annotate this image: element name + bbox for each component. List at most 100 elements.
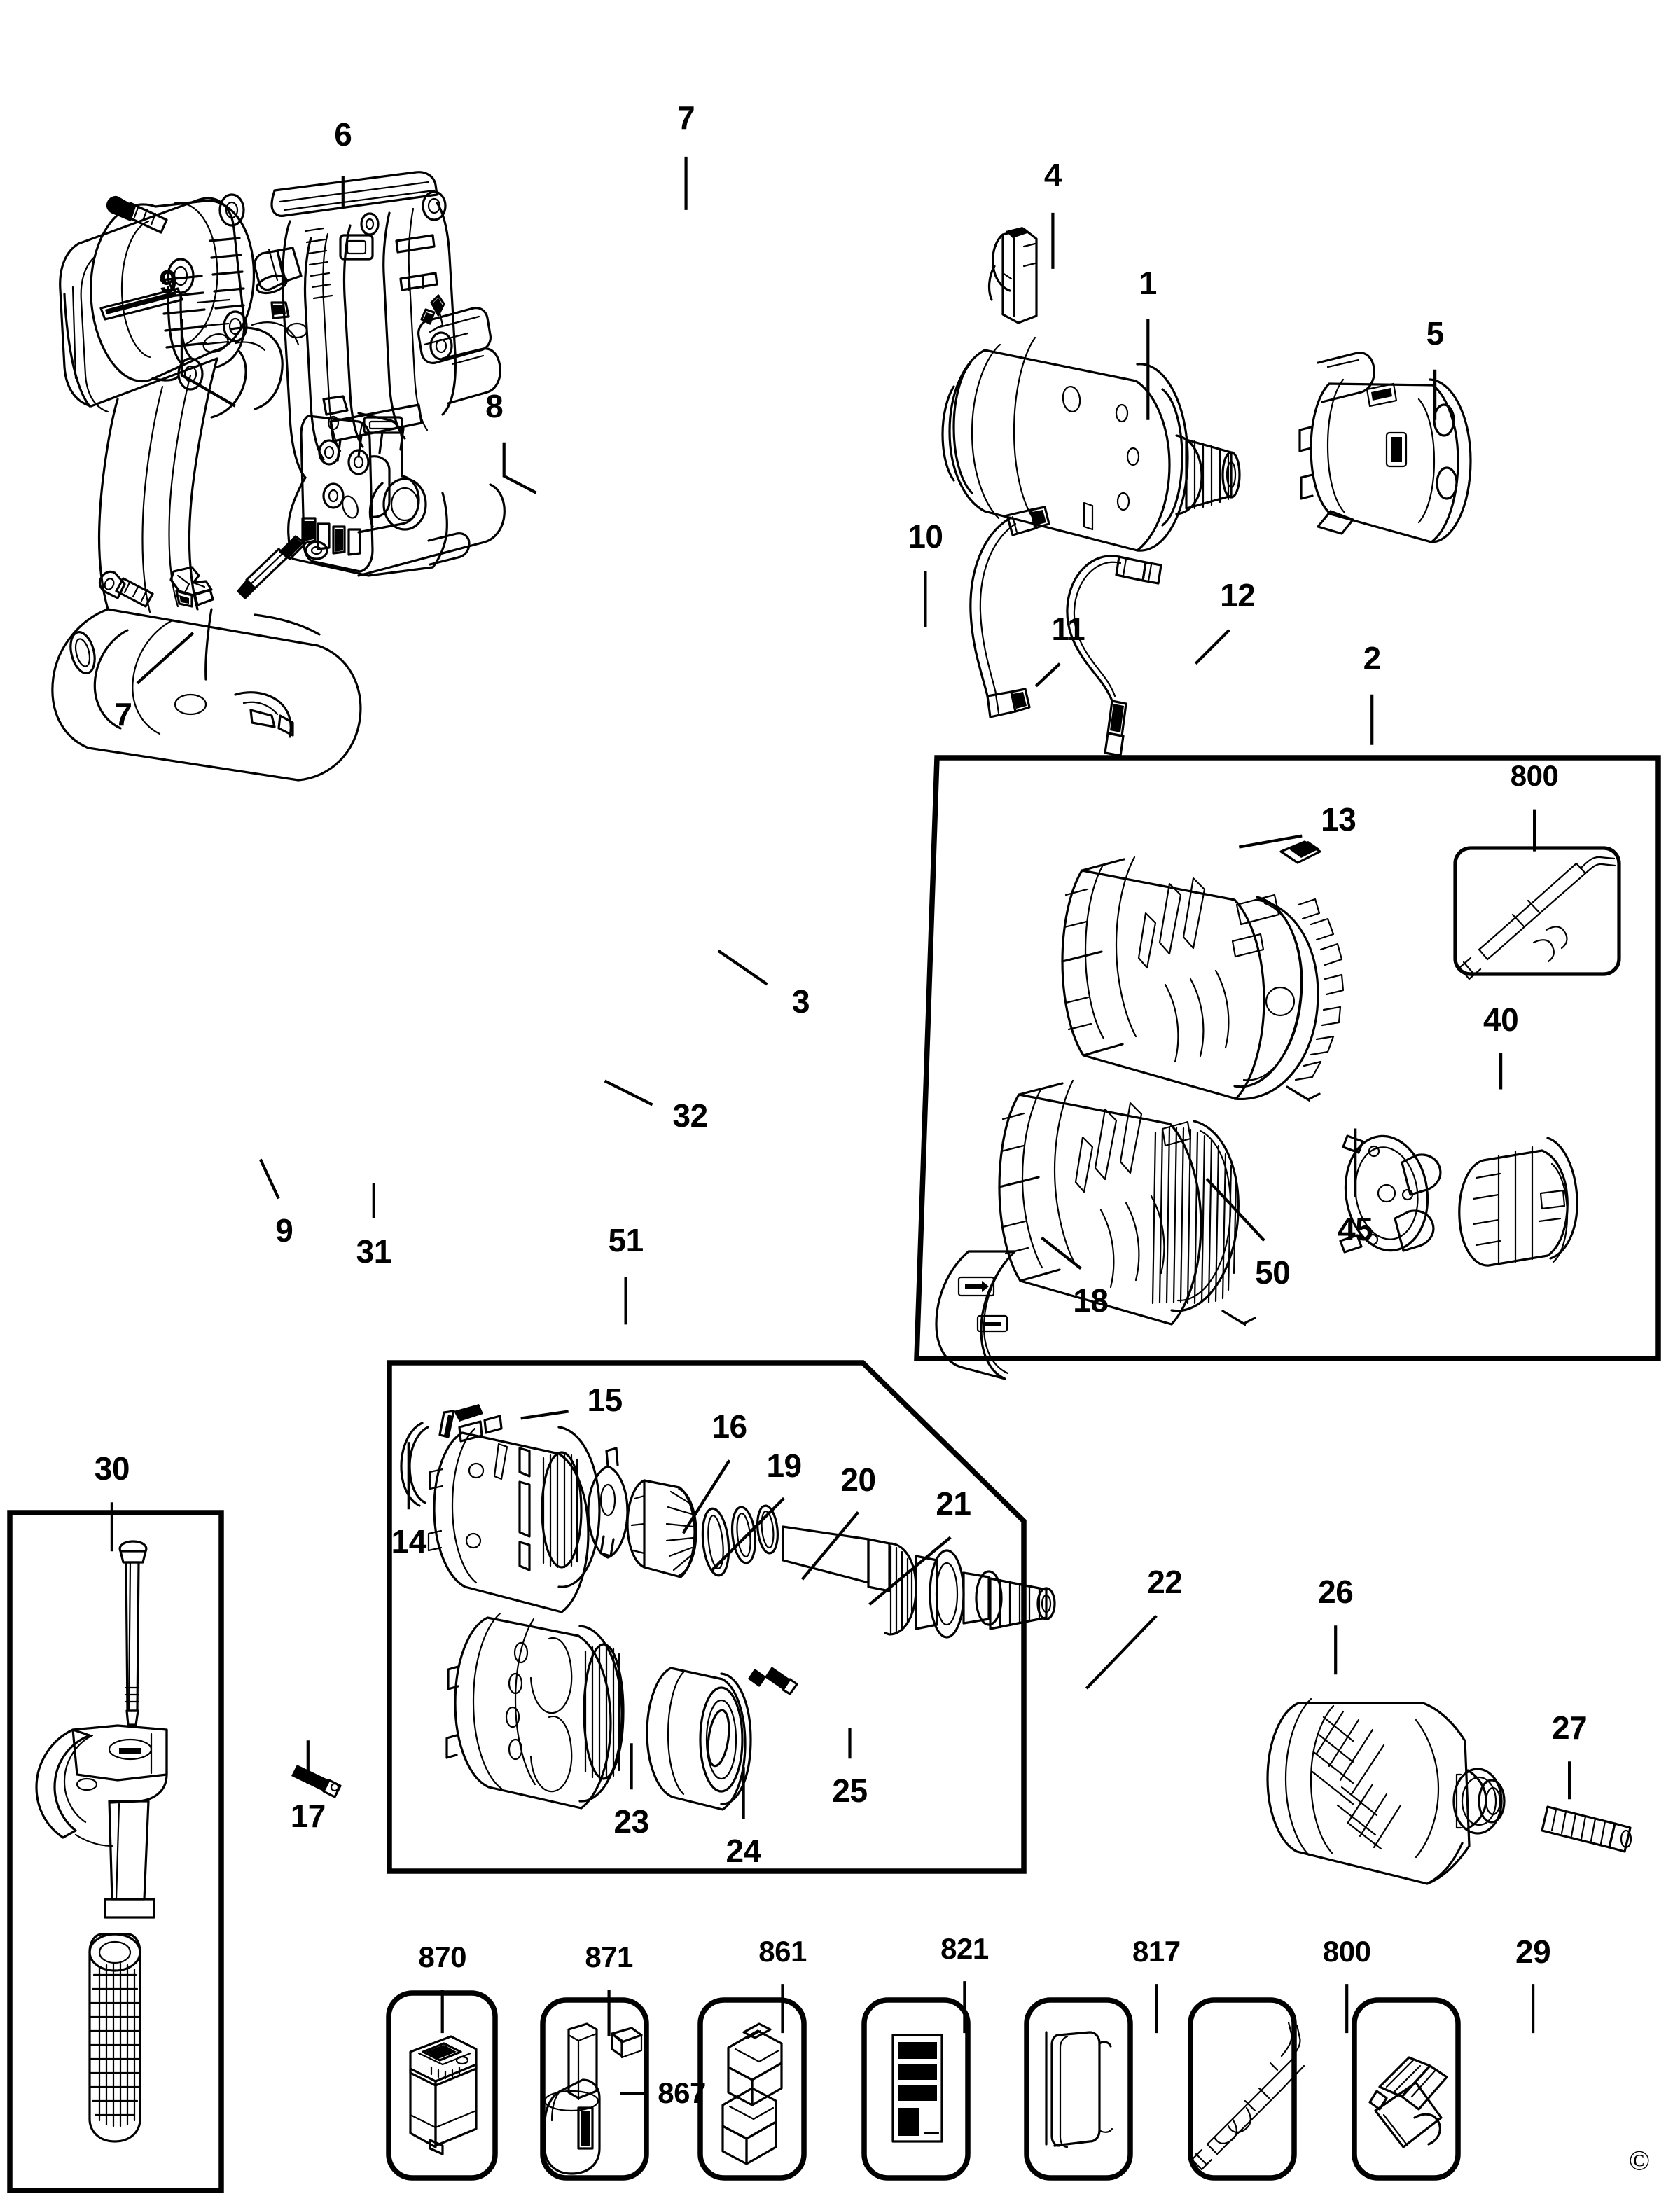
part-30-side-handle [35,1540,168,2143]
accessory-box-871 [540,1997,649,2181]
leader-19 [710,1497,785,1572]
part-field-upper [1061,856,1345,1102]
part-45-brush-plate [1339,1134,1442,1254]
callout-24: 24 [726,1833,761,1870]
callout-6: 6 [334,116,352,153]
callout-9: 9 [275,1212,293,1249]
part-25-screw [748,1667,798,1695]
accessory-box-817 [1024,1997,1133,2181]
label-plate-icon [891,2034,943,2143]
part-31-terminal-clip [169,566,214,608]
accessory-box-821 [861,1997,971,2181]
callout-12: 12 [1220,576,1256,613]
leader-32 [604,1079,653,1106]
part-7-housing-right [270,171,506,577]
part-18-brush-band [935,1250,1016,1380]
callout-26: 26 [1318,1574,1354,1611]
callout-21: 21 [936,1485,971,1522]
part-32-screwdriver-bit [237,535,307,599]
charger-icon [409,2035,478,2155]
leader-22 [1085,1614,1158,1690]
accessory-box-800 [1188,1997,1305,2181]
callout-14: 14 [391,1523,427,1560]
part-11-wire [969,506,1050,718]
part-22-spindle [782,1525,1056,1639]
part-9-screw-top [106,195,168,234]
leader-18 [1041,1236,1082,1270]
callout-23: 23 [613,1803,650,1840]
part-40-end-cap [1458,1137,1578,1267]
group-box-51-outline [387,1360,1027,1874]
copyright-icon: © [1628,2144,1651,2176]
callout-27: 27 [1551,1709,1588,1747]
callout-18: 18 [1073,1282,1109,1319]
callout-45: 45 [1338,1211,1373,1248]
part-4-terminal [987,227,1038,324]
leader-7 [136,632,195,685]
callout-31: 31 [356,1233,392,1270]
part-3-switch-assembly [300,395,420,573]
leader-16 [681,1459,731,1534]
callout-22: 22 [1147,1564,1183,1601]
kit-box-icon [721,2022,783,2165]
callout-10: 10 [908,518,943,555]
group-box-2-outline [914,755,1661,1361]
callout-3: 3 [791,983,810,1020]
callout-871: 871 [585,1940,633,1974]
callout-29: 29 [1515,1933,1551,1971]
callout-800: 800 [1510,758,1559,792]
callout-7: 7 [114,695,132,732]
part-16-gear-case [427,1415,601,1613]
callout-870: 870 [418,1940,467,1974]
leader-50 [1205,1178,1265,1242]
callout-40: 40 [1483,1001,1519,1038]
part-23-planet-carrier [445,1612,625,1810]
leader-15 [520,1410,569,1420]
part-27-screw [1541,1805,1632,1853]
grease-tube-icon [1458,856,1616,980]
part-13-brush-terminal [1279,840,1321,864]
part-8-speed-selector [253,247,303,295]
manual-icon [1045,2031,1113,2148]
callout-25: 25 [832,1772,868,1810]
accessory-box-29 [1352,1997,1461,2181]
callout-7: 7 [677,99,695,136]
callout-1: 1 [1139,264,1158,301]
leader-13 [1238,834,1303,849]
belt-clip-icon [1368,2056,1448,2148]
callout-17: 17 [290,1798,326,1835]
part-15-pin [438,1404,483,1438]
callout-861: 861 [758,1935,807,1969]
callout-4: 4 [1043,156,1062,193]
callout-51: 51 [608,1222,644,1259]
callout-817: 817 [1132,1935,1181,1969]
leader-8 [502,442,537,494]
part-26-chuck [1266,1697,1506,1885]
part-21-washers [701,1504,779,1577]
part-5-motor-endcap [1298,352,1472,543]
callout-19: 19 [766,1447,802,1485]
leader-9 [258,1158,280,1200]
leader-20 [800,1511,860,1581]
callout-821: 821 [940,1932,989,1966]
callout-16: 16 [711,1408,747,1445]
callout-20: 20 [840,1461,876,1499]
part-1-motor [941,336,1241,552]
callout-11: 11 [1051,610,1085,647]
group-box-30-outline [7,1510,224,2193]
leader-12 [1194,629,1230,665]
callout-leader-lines [110,156,1571,2095]
callout-9: 9 [159,263,177,300]
callout-5: 5 [1426,314,1445,352]
part-19-thrust-washer [587,1447,629,1559]
callout-8: 8 [485,387,504,424]
part-17-screw [291,1765,342,1798]
battery-pack-icon [543,2022,643,2175]
part-12-wire [1066,555,1162,757]
callout-2: 2 [1363,639,1382,676]
part-7-housing-left [51,197,362,782]
leader-11 [1034,662,1061,688]
accessory-box-861 [697,1997,807,2181]
